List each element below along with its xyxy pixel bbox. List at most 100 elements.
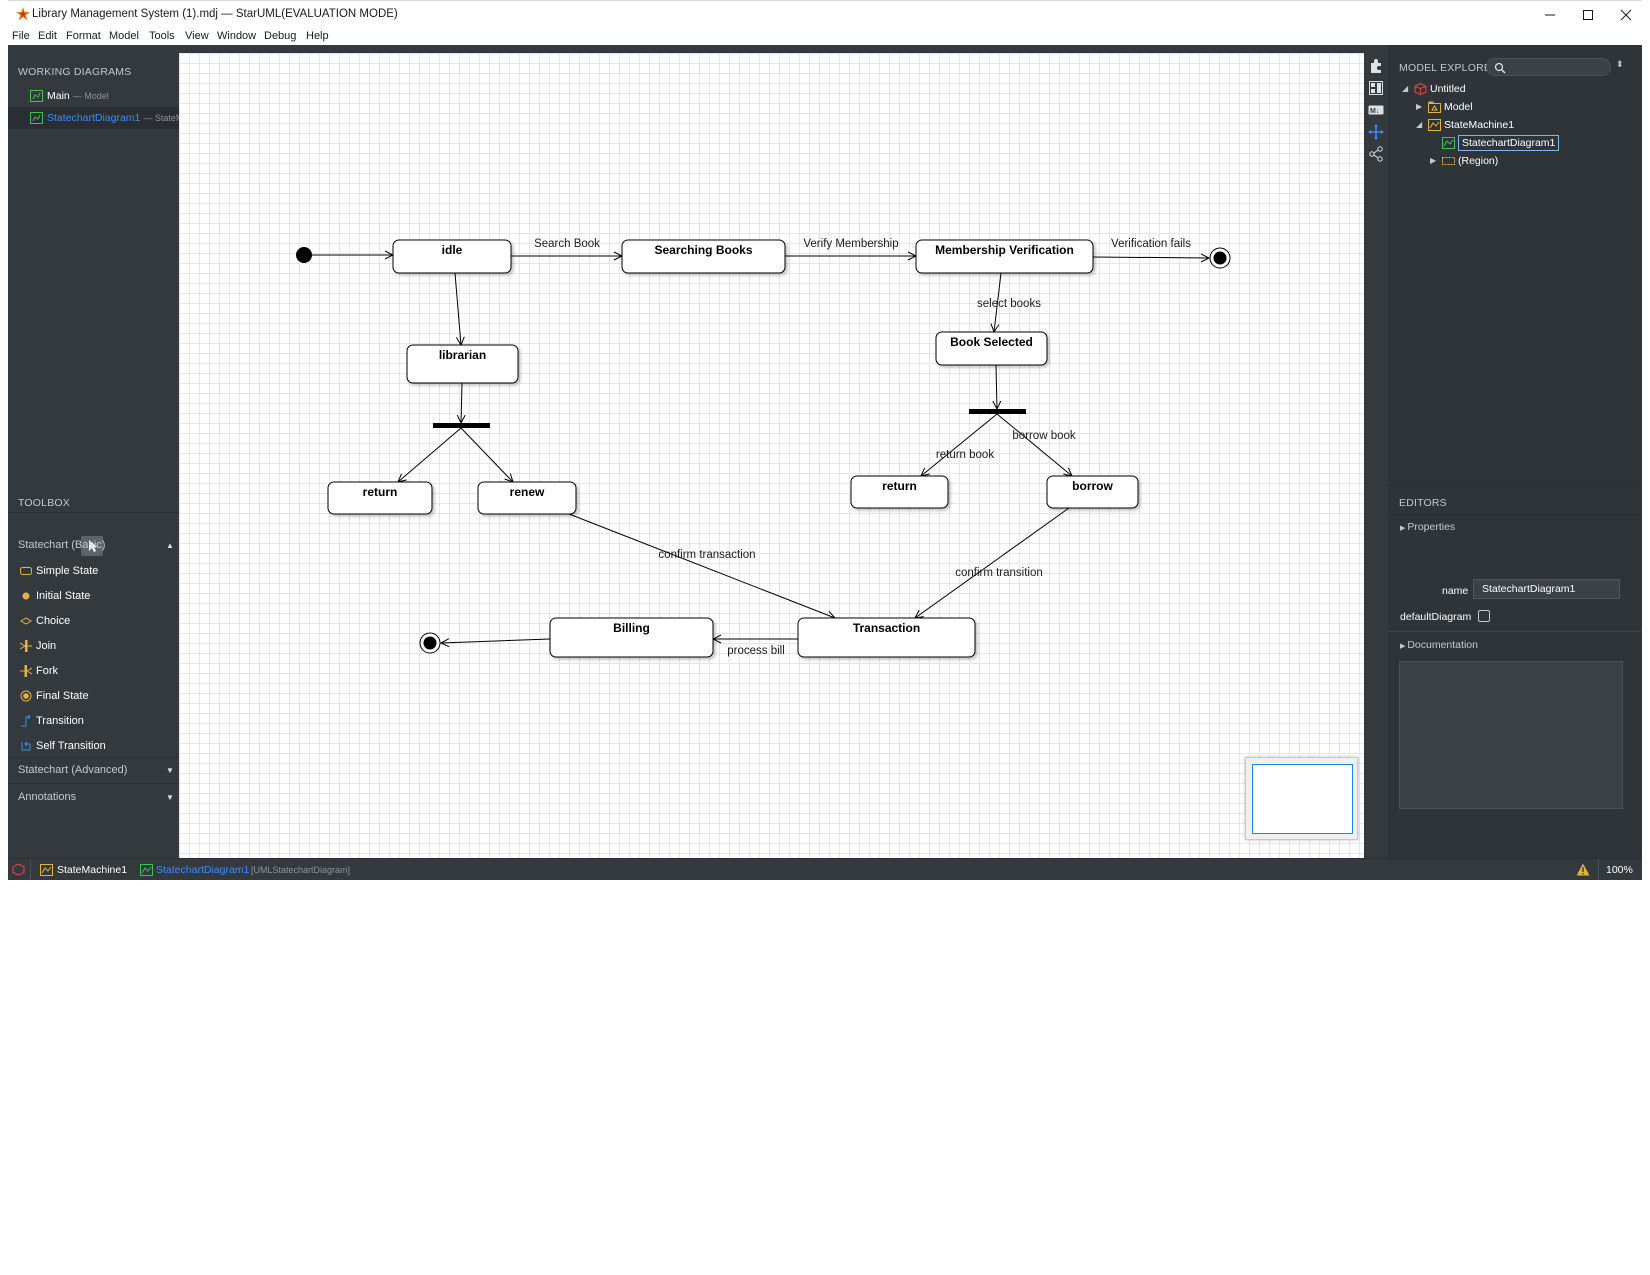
transition-librarian-to-fork-left[interactable] [461, 382, 462, 423]
collapse-icon[interactable]: ▲ [166, 541, 174, 550]
expand-arrow-icon: ▶ [1400, 525, 1408, 532]
state-return-l[interactable]: return [327, 481, 433, 515]
select-tool-button[interactable] [81, 536, 103, 556]
statemachine-icon [1428, 119, 1441, 131]
state-borrow[interactable]: borrow [1046, 475, 1139, 509]
minimize-button[interactable] [1530, 1, 1570, 29]
state-idle[interactable]: idle [392, 239, 512, 274]
state-return-r[interactable]: return [850, 475, 949, 509]
sort-icon[interactable]: ⬍ [1616, 59, 1624, 69]
state-transaction[interactable]: Transaction [797, 617, 976, 658]
transition-renew-to-transaction[interactable]: confirm transaction [568, 513, 835, 618]
statechart-diagram[interactable]: Search Book Verify Membership Verification… [179, 53, 1364, 858]
tree-label: (Region) [1458, 155, 1499, 167]
tool-label: Simple State [36, 565, 99, 577]
status-diagram-type: [UMLStatechartDiagram] [251, 865, 351, 875]
svg-text:M↓: M↓ [1370, 108, 1379, 115]
documentation-section[interactable]: ▶ Documentation [1400, 639, 1478, 651]
tool-transition[interactable]: Transition [8, 710, 179, 732]
layout-icon[interactable] [1368, 80, 1384, 96]
maximize-button[interactable] [1568, 1, 1608, 29]
initial-state[interactable] [296, 247, 312, 263]
tool-simple-state[interactable]: Simple State [8, 560, 179, 582]
transition-borrow-to-transaction[interactable]: confirm transition [915, 507, 1070, 618]
project-icon [12, 863, 25, 876]
transition-billing-to-final-bottom[interactable] [441, 639, 551, 643]
menu-help[interactable]: Help [306, 30, 329, 42]
cursor-icon [89, 540, 97, 552]
minimap[interactable] [1245, 757, 1358, 840]
menu-file[interactable]: File [12, 30, 30, 42]
tool-initial-state[interactable]: Initial State [8, 585, 179, 607]
transition-searching-to-membership[interactable]: Verify Membership [785, 238, 916, 256]
class-diagram-icon [30, 90, 43, 102]
transition-idle-to-librarian[interactable] [454, 272, 461, 345]
status-diagram[interactable]: StatechartDiagram1 [156, 864, 250, 876]
transition-fork-left-to-renew[interactable] [460, 427, 513, 482]
fork-bar-left[interactable] [433, 423, 490, 428]
menu-format[interactable]: Format [66, 30, 101, 42]
fork-bar-right[interactable] [969, 409, 1026, 414]
close-icon [1620, 9, 1632, 21]
working-diagram-main[interactable]: Main— Model [8, 85, 179, 107]
menu-debug[interactable]: Debug [264, 30, 297, 42]
tool-join[interactable]: Join [8, 635, 179, 657]
navigator-icon[interactable] [1368, 124, 1384, 140]
warning-icon[interactable] [1576, 863, 1590, 876]
tool-final-state[interactable]: Final State [8, 685, 179, 707]
toolbox-category-advanced[interactable]: Statechart (Advanced) [18, 764, 128, 776]
menu-window[interactable]: Window [217, 30, 257, 42]
transition-book-selected-to-fork-right[interactable] [996, 364, 997, 409]
menu-view[interactable]: View [185, 30, 209, 42]
transition-label: confirm transaction [658, 549, 755, 561]
default-diagram-checkbox[interactable] [1478, 610, 1490, 622]
zoom-level[interactable]: 100% [1606, 864, 1633, 876]
minimap-viewport[interactable] [1252, 764, 1353, 834]
transition-fork-right-to-return-r[interactable]: return book [921, 413, 998, 476]
share-icon[interactable] [1368, 146, 1384, 162]
final-state-top[interactable] [1209, 247, 1231, 269]
transition-membership-to-final-top[interactable]: Verification fails [1092, 238, 1209, 258]
expand-arrow-icon[interactable]: ▶ [1416, 102, 1423, 111]
model-search-input[interactable] [1486, 58, 1611, 76]
expand-icon[interactable]: ▼ [166, 793, 174, 802]
transition-idle-to-searching[interactable]: Search Book [511, 238, 622, 256]
tool-choice[interactable]: Choice [8, 610, 179, 632]
diagram-canvas[interactable]: Search Book Verify Membership Verification… [179, 53, 1364, 858]
expand-icon[interactable]: ▼ [166, 766, 174, 775]
divider [1388, 485, 1642, 486]
documentation-textarea[interactable] [1399, 661, 1623, 809]
name-input[interactable]: StatechartDiagram1 [1473, 579, 1620, 599]
divider [30, 859, 31, 880]
state-label: Searching Books [654, 243, 752, 257]
menu-model[interactable]: Model [109, 30, 139, 42]
transition-transaction-to-billing[interactable]: process bill [713, 639, 798, 657]
extensions-icon[interactable] [1368, 57, 1384, 73]
tool-fork[interactable]: Fork [8, 660, 179, 682]
state-searching[interactable]: Searching Books [621, 239, 786, 274]
transition-fork-left-to-return-l[interactable] [398, 427, 462, 482]
working-diagram-statechart[interactable]: StatechartDiagram1— StateM [8, 107, 183, 129]
transition-fork-right-to-borrow[interactable]: borrow book [996, 413, 1076, 476]
close-button[interactable] [1606, 1, 1646, 29]
state-librarian[interactable]: librarian [406, 344, 519, 384]
collapse-arrow-icon[interactable]: ◢ [1416, 120, 1423, 129]
collapse-arrow-icon[interactable]: ◢ [1402, 84, 1409, 93]
state-label: Membership Verification [935, 243, 1074, 257]
menu-edit[interactable]: Edit [38, 30, 57, 42]
state-book-selected[interactable]: Book Selected [935, 331, 1048, 366]
state-billing[interactable]: Billing [549, 617, 714, 658]
transition-label: Verification fails [1111, 238, 1191, 250]
toolbox-category-basic[interactable]: Statechart (Basic) [18, 539, 106, 551]
markdown-icon[interactable]: M↓ [1368, 102, 1384, 118]
status-statemachine[interactable]: StateMachine1 [57, 864, 128, 876]
properties-section[interactable]: ▶ Properties [1400, 521, 1455, 533]
toolbox-category-annotations[interactable]: Annotations [18, 791, 77, 803]
menu-tools[interactable]: Tools [149, 30, 175, 42]
final-state-bottom[interactable] [419, 632, 441, 654]
tool-self-transition[interactable]: Self Transition [8, 735, 179, 757]
transition-membership-to-book-selected[interactable]: select books [977, 272, 1041, 332]
state-renew[interactable]: renew [477, 481, 577, 515]
expand-arrow-icon[interactable]: ▶ [1430, 156, 1437, 165]
state-membership[interactable]: Membership Verification [915, 239, 1094, 274]
